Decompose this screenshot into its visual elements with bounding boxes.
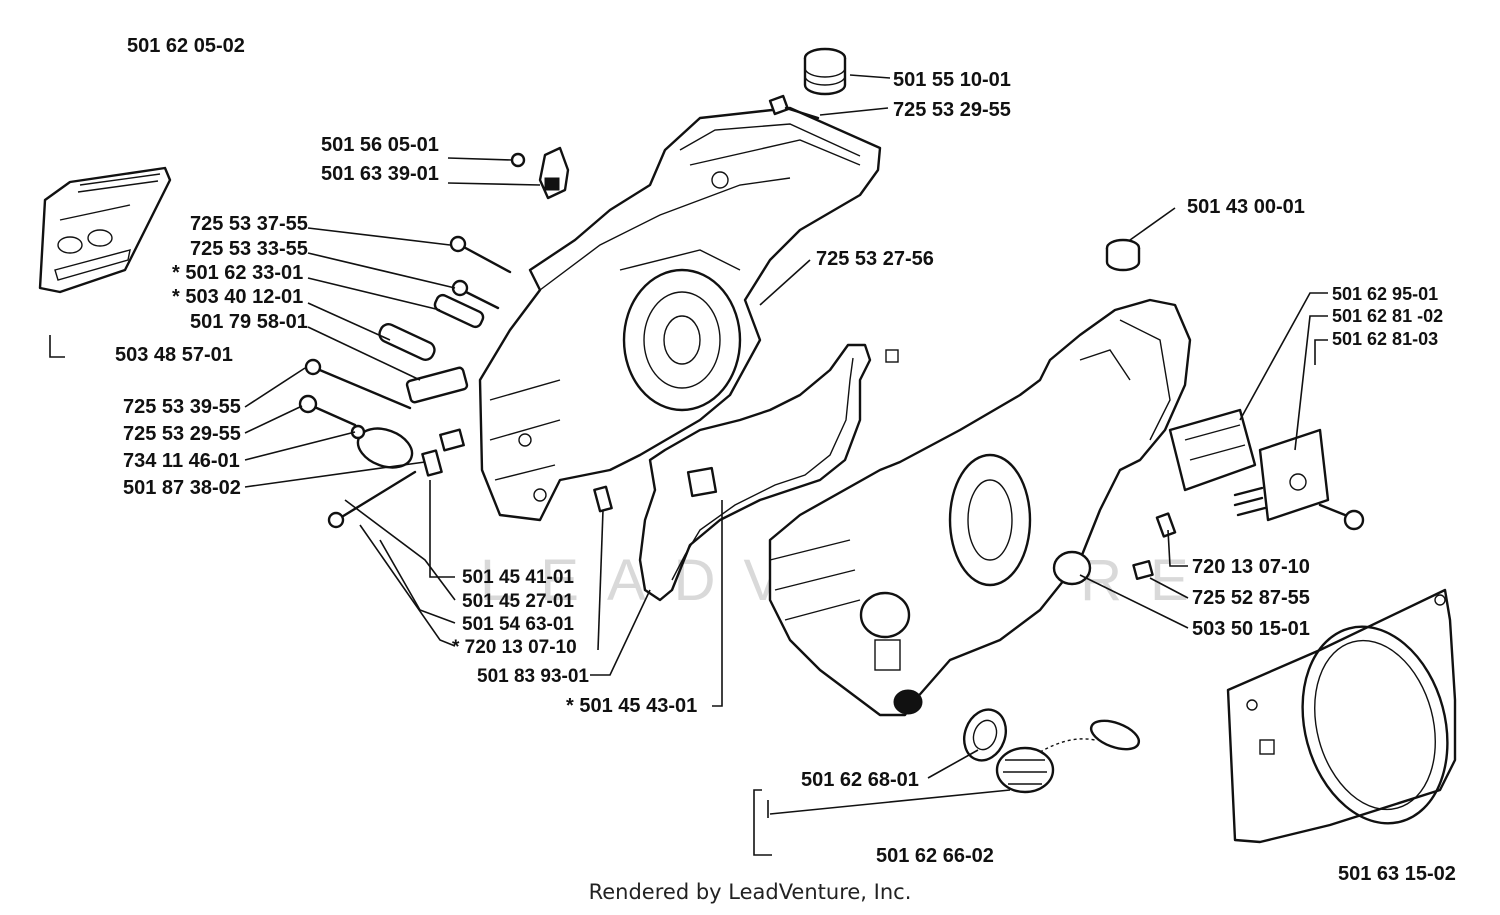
small-square-marker [885, 349, 899, 363]
fuel-cap-assembly [963, 708, 1141, 794]
callout-501-45-43-01: * 501 45 43-01 [566, 695, 697, 717]
callout-501-87-38-02: 501 87 38-02 [123, 477, 241, 499]
callout-720-13-07-10-left: * 720 13 07-10 [452, 637, 577, 658]
plate-assembly [1132, 408, 1365, 581]
callout-725-53-33-55: 725 53 33-55 [190, 238, 308, 260]
small-bracket [510, 146, 570, 200]
callout-501-56-05-01: 501 56 05-01 [321, 134, 439, 156]
callout-503-48-57-01: 503 48 57-01 [115, 344, 233, 366]
leader-lines [49, 74, 1328, 856]
callout-725-53-37-55: 725 53 37-55 [190, 213, 308, 235]
callout-501-63-39-01: 501 63 39-01 [321, 163, 439, 185]
callout-734-11-46-01: 734 11 46-01 [123, 450, 240, 472]
callout-501-62-33-01: * 501 62 33-01 [172, 262, 303, 284]
callout-725-53-39-55: 725 53 39-55 [123, 396, 241, 418]
callout-501-79-58-01: 501 79 58-01 [190, 311, 308, 333]
callout-501-62-81-03: 501 62 81-03 [1332, 329, 1438, 349]
callout-501-83-93-01: 501 83 93-01 [477, 666, 589, 687]
bolt-group-left [298, 235, 718, 529]
chain-guard-plate [38, 166, 172, 294]
callout-503-50-15-01: 503 50 15-01 [1192, 618, 1310, 640]
top-nut-right [1105, 238, 1141, 272]
upper-crankcase-half [478, 106, 882, 522]
callout-501-45-41-01: 501 45 41-01 [462, 567, 574, 588]
callout-501-62-95-01: 501 62 95-01 [1332, 284, 1438, 304]
callout-725-53-27-56: 725 53 27-56 [816, 248, 934, 270]
assembly-number: 501 62 05-02 [127, 35, 245, 57]
cover-plate [1226, 588, 1457, 844]
callout-501-63-15-02: 501 63 15-02 [1338, 863, 1456, 880]
top-seal-cap [803, 47, 847, 96]
callout-501-45-27-01: 501 45 27-01 [462, 591, 574, 612]
exploded-view-drawing: LEADVENTURE 501 62 05-02 [38, 35, 1457, 885]
callout-720-13-07-10-right: 720 13 07-10 [1192, 556, 1310, 578]
callout-725-53-29-55: 725 53 29-55 [123, 423, 241, 445]
crankcase-gasket [638, 343, 872, 602]
callout-501-54-63-01: 501 54 63-01 [462, 614, 574, 635]
callout-501-62-68-01: 501 62 68-01 [801, 769, 919, 791]
lower-crankcase-half [768, 298, 1192, 717]
callout-501-55-10-01: 501 55 10-01 [893, 69, 1011, 91]
callout-501-62-66-02: 501 62 66-02 [876, 845, 994, 867]
callout-503-40-12-01: * 503 40 12-01 [172, 286, 303, 308]
callout-725-52-87-55: 725 52 87-55 [1192, 587, 1310, 609]
top-screw [768, 94, 820, 120]
callout-501-43-00-01: 501 43 00-01 [1187, 196, 1305, 218]
callout-501-62-81-02: 501 62 81 -02 [1332, 306, 1443, 326]
callout-725-53-29-55-top: 725 53 29-55 [893, 99, 1011, 121]
footer-credit: Rendered by LeadVenture, Inc. [588, 880, 912, 904]
